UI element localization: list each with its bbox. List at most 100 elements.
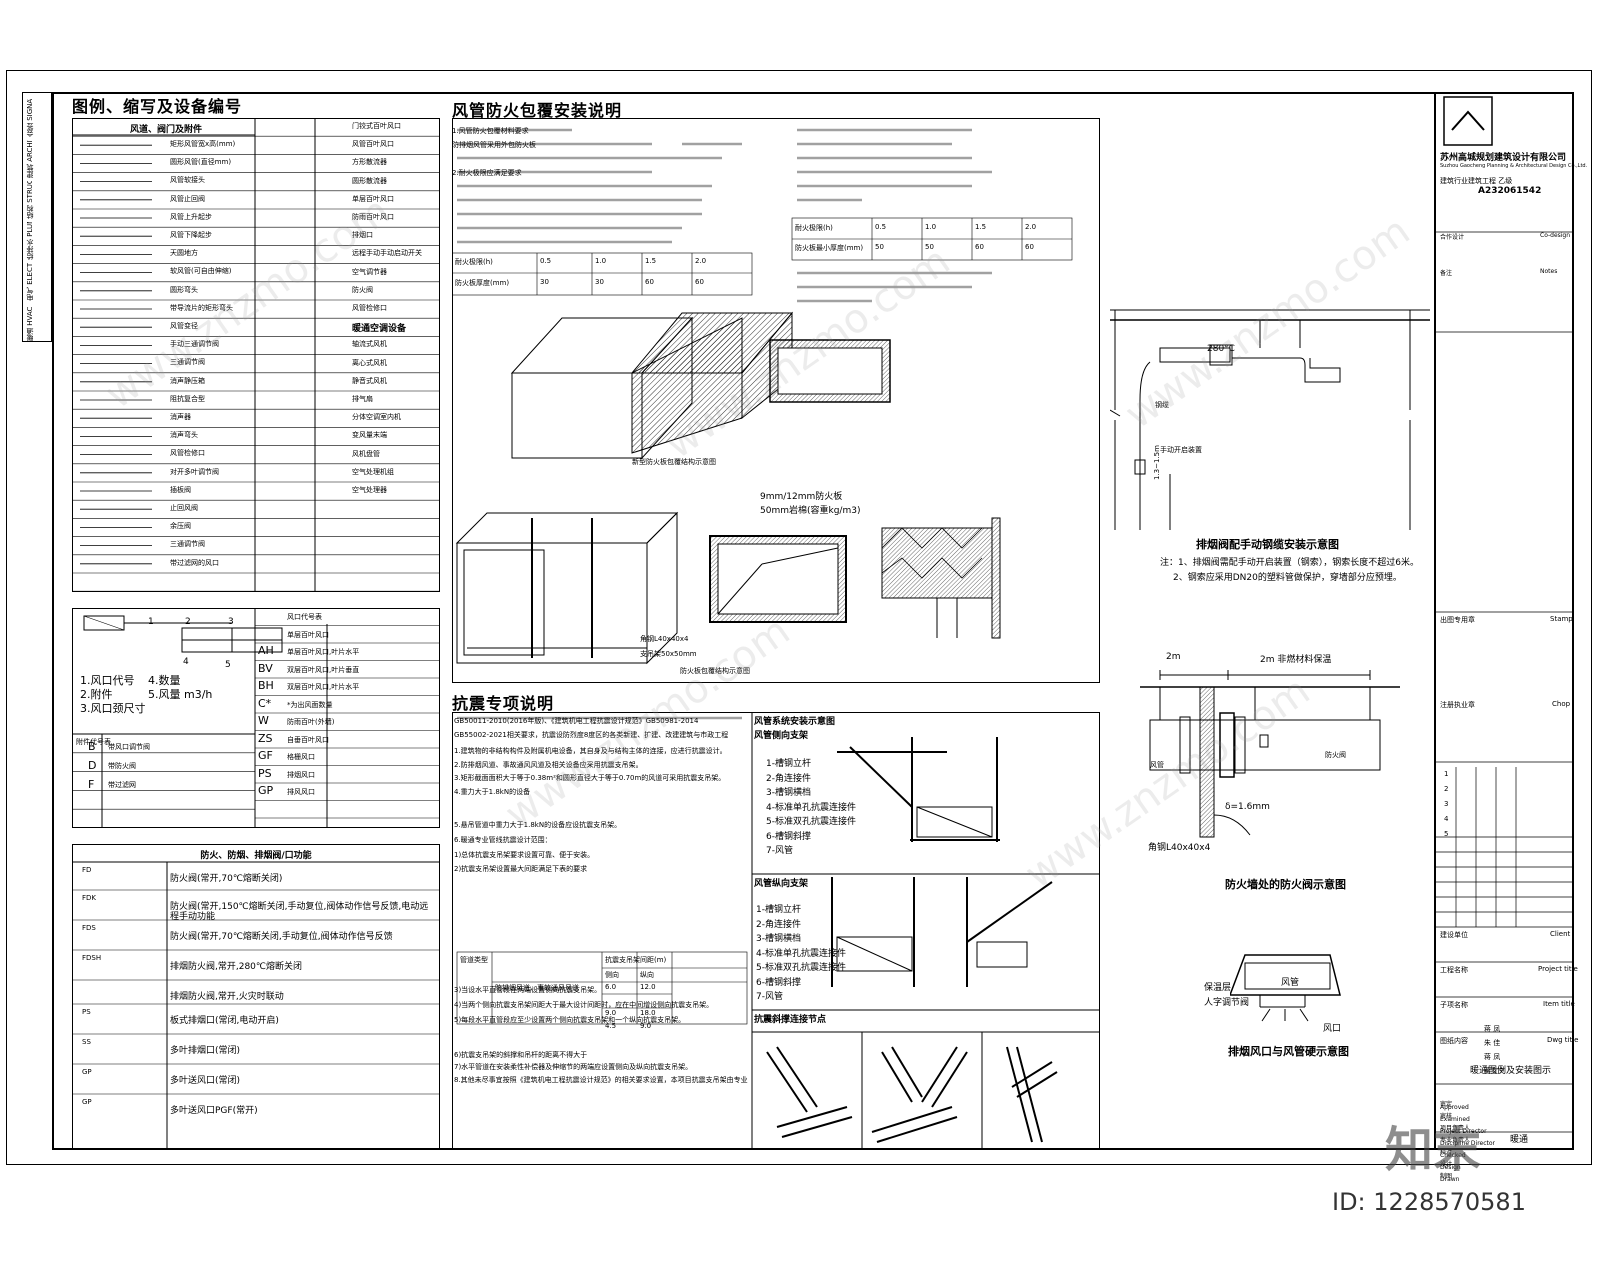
strip-item: 会签 SIGNATURE xyxy=(26,99,34,137)
fire-wrap-table2-cell: 50 xyxy=(875,243,884,251)
legend-row-label: 风管下降起步 xyxy=(170,231,212,239)
legend-device-label: 离心式风机 xyxy=(352,358,387,367)
fire-wrap-panel xyxy=(452,118,1100,683)
seismic-table-cell: 侧向 xyxy=(605,971,619,979)
legend-header-left: 风道、阀门及附件 xyxy=(129,125,202,135)
smoke-outlet-outlet: 风口 xyxy=(1323,1024,1342,1034)
fire-wrap-table1-head: 2.0 xyxy=(695,257,707,265)
outlet-code: B xyxy=(88,740,96,753)
title-block-field: 合作设计 xyxy=(1440,234,1465,241)
outlet-legend-label: 4.数量 xyxy=(148,674,181,687)
revision-number: 4 xyxy=(1444,815,1449,823)
outlet-code: PS xyxy=(258,766,272,780)
title-block-field: 专业负责人 xyxy=(1440,1137,1471,1144)
legend-row-label: 带过滤网的风口 xyxy=(170,558,219,567)
outlet-callout-number: 3 xyxy=(228,617,234,627)
legend-row-label: 阻抗复合型 xyxy=(170,394,205,403)
longitudinal-support-item: 1-槽钢立杆 xyxy=(756,905,801,915)
fire-valve-desc: 排烟防火阀,常开,280℃熔断关闭 xyxy=(170,962,303,972)
seismic-note-line: 1)总体抗震支吊架要求设置可靠、便于安装。 xyxy=(454,851,595,859)
longitudinal-support-item: 7-风管 xyxy=(756,992,783,1002)
outlet-code-desc: 双层百叶风口,叶片水平 xyxy=(287,683,360,691)
seismic-table-cell: 9.0 xyxy=(605,1009,617,1017)
title-block-field: 备注 xyxy=(1440,270,1453,277)
outlet-code-desc: 风口代号表 xyxy=(287,613,322,621)
fire-damper-thick: δ=1.6mm xyxy=(1225,802,1270,812)
lateral-support-title: 风管侧向支架 xyxy=(754,731,809,741)
duct-fire-wrap-title: 风管防火包覆安装说明 xyxy=(452,101,623,120)
fire-wrap-table1-cell: 防火板厚度(mm) xyxy=(455,279,510,287)
strip-item: 电气 ELECTRICAL xyxy=(26,263,34,301)
seismic-note-line: 2)抗震支吊架设置最大间距满足下表的要求 xyxy=(454,865,588,873)
fire-wrap-intro-3: 2.耐火极限应满足要求 xyxy=(452,169,522,177)
lateral-support-item: 2-角连接件 xyxy=(766,773,811,784)
smoke-valve-height: 1.3~1.5m xyxy=(1153,445,1161,480)
outlet-code: D xyxy=(88,758,97,772)
seismic-panel xyxy=(452,712,1100,1150)
fire-valve-table xyxy=(72,844,440,1150)
legend-row-label: 手动三通调节阀 xyxy=(170,340,219,349)
legend-device-label: 变风量末端 xyxy=(352,431,387,440)
fire-valve-code: FDSH xyxy=(82,954,102,962)
drawing-outer-frame xyxy=(6,70,1592,1165)
seismic-note-line: 3.矩形截面面积大于等于0.38m²和圆形直径大于等于0.70m的风道可采用抗震… xyxy=(454,774,726,782)
fire-valve-desc: 防火阀(常开,70℃熔断关闭,手动复位,阀体动作信号反馈 xyxy=(170,932,393,942)
legend-table xyxy=(72,118,440,592)
company-name: 苏州高城规划建筑设计有限公司 xyxy=(1440,153,1567,163)
legend-row-label: 三通调节阀 xyxy=(170,358,205,367)
seismic-table-cell: 防排烟风道、事故通风风道 xyxy=(495,984,579,992)
title-block-field: 校对 xyxy=(1440,1149,1453,1156)
outlet-code-desc: 带防火阀 xyxy=(108,761,136,770)
signer-name: 朱 佳 xyxy=(1484,1039,1501,1047)
seismic-table-cell: 6.0 xyxy=(605,983,617,991)
fire-valve-desc: 排烟防火阀,常开,火灾时联动 xyxy=(170,992,284,1002)
fire-valve-code: SS xyxy=(82,1038,91,1046)
legend-row-label: 天圆地方 xyxy=(170,249,198,258)
fire-valve-code: PS xyxy=(82,1008,91,1016)
outlet-callout-number: 4 xyxy=(183,657,189,667)
seismic-note-line: 5.悬吊管道中重力大于1.8kN的设备应设抗震支吊架。 xyxy=(454,821,622,829)
client-label-en: Client xyxy=(1550,930,1571,938)
seismic-table-cell: 纵向 xyxy=(640,971,654,979)
legend-device-label: 方形散流器 xyxy=(352,158,387,167)
title-block-field: 项目负责人 xyxy=(1440,1125,1471,1132)
seismic-table-head: 管道类型 xyxy=(460,956,488,964)
fire-damper-dim-2: 2m 非燃材料保温 xyxy=(1260,655,1332,665)
fire-wrap-table1-cell: 60 xyxy=(695,278,704,286)
outlet-code: F xyxy=(88,777,95,791)
outlet-code: W xyxy=(258,714,269,727)
lateral-support-item: 3-槽钢横档 xyxy=(766,788,811,798)
fire-wrap-table2-head: 2.0 xyxy=(1025,223,1037,231)
fire-wrap-table2-cell: 防火板最小厚度(mm) xyxy=(795,244,864,252)
seismic-table-cell: 18.0 xyxy=(640,1009,656,1017)
smoke-valve-diagram xyxy=(1110,309,1430,530)
fire-wrap-table1-head: 1.5 xyxy=(645,257,657,265)
legend-device-label: 排气扇 xyxy=(352,395,373,403)
legend-device-label: 风机盘管 xyxy=(352,449,380,458)
legend-row-label: 圆形风管(直径mm) xyxy=(170,158,232,167)
project-label-en: Project title xyxy=(1538,965,1578,973)
seismic-note-line: 1.建筑物的非结构构件及附属机电设备，其自身及与结构主体的连接，应进行抗震设计。 xyxy=(454,747,727,755)
outlet-callout-number: 1 xyxy=(148,617,154,627)
fire-valve-code: FDS xyxy=(82,924,96,932)
smoke-valve-cable: 钢缆 xyxy=(1155,401,1169,409)
smoke-outlet-duct: 风管 xyxy=(1281,978,1300,988)
fire-valve-code: GP xyxy=(82,1098,92,1106)
fire-damper-title: 防火墙处的防火阀示意图 xyxy=(1225,878,1346,891)
outlet-code-desc: 单层百叶风口 xyxy=(287,630,329,639)
legend-device-label: 圆形散流器 xyxy=(352,176,387,185)
title-block-field: Project Director xyxy=(1440,1128,1487,1135)
fire-wrap-label-board: 9mm/12mm防火板 xyxy=(760,492,843,502)
revision-number: 2 xyxy=(1444,785,1449,793)
fire-wrap-table-2 xyxy=(791,217,1073,261)
fire-valve-desc: 防火阀(常开,150℃熔断关闭,手动复位,阀体动作信号反馈,电动远程手动功能 xyxy=(170,902,429,922)
legend-device-label: 空气处理器 xyxy=(352,486,387,494)
smoke-valve-title: 排烟阀配手动钢缆安装示意图 xyxy=(1196,538,1339,551)
legend-subheader: 暖通空调设备 xyxy=(352,324,407,335)
seismic-note-line: 8.其他未尽事宜按照《建筑机电工程抗震设计规范》的相关要求设置，本项目抗震支吊架… xyxy=(454,1076,748,1084)
outlet-code: GP xyxy=(258,784,274,797)
fire-valve-header: 防火、防烟、排烟阀/口功能 xyxy=(200,851,312,861)
fire-wrap-table1-head: 0.5 xyxy=(540,257,552,265)
discipline: 暖通 xyxy=(1510,1135,1529,1145)
fire-wrap-table1-cell: 60 xyxy=(645,278,654,286)
